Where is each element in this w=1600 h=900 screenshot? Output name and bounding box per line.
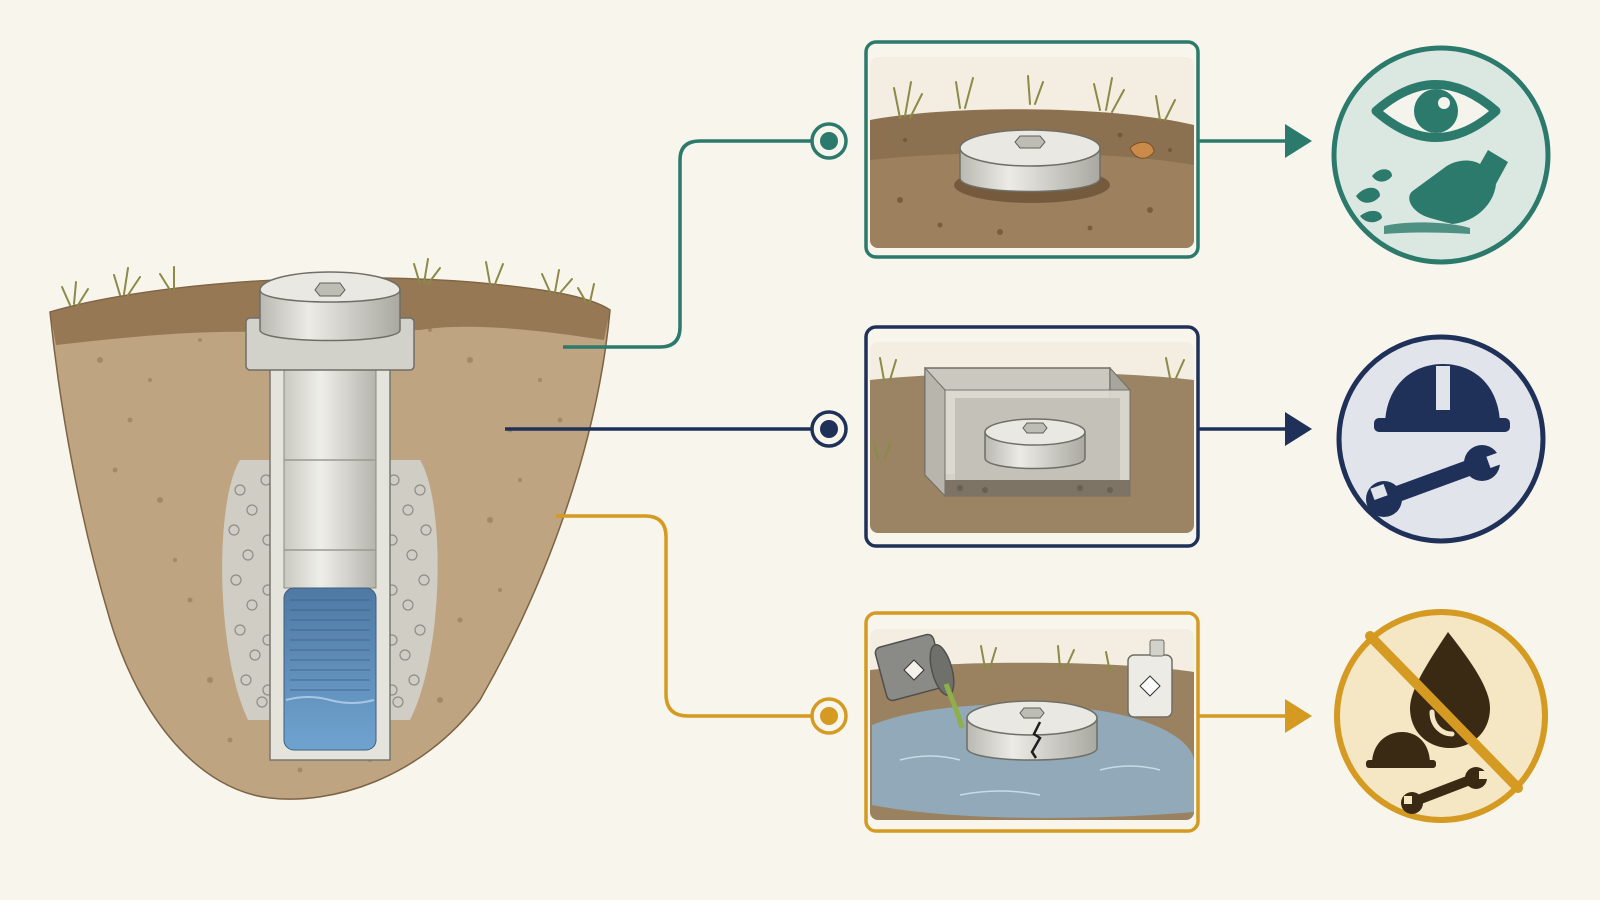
prohibition-slash — [1365, 631, 1523, 793]
cap-crack — [1030, 721, 1042, 759]
no-drop-icon — [1410, 632, 1490, 748]
chemical-jug — [1127, 639, 1173, 718]
outcome-badge-top — [1331, 45, 1551, 265]
outcome-badge-bottom — [1334, 609, 1548, 823]
arrow-top — [1198, 124, 1312, 158]
hard-hat-icon — [1366, 732, 1436, 768]
hard-hat-icon — [1374, 364, 1510, 432]
well-screen-slots — [290, 599, 370, 691]
arrow-middle — [1198, 412, 1312, 446]
connector-top — [563, 139, 811, 349]
hand-clearing-leaves-icon — [1356, 150, 1508, 234]
connector-node-bottom — [810, 697, 848, 735]
outcome-badge-middle — [1336, 334, 1546, 544]
connector-node-top — [810, 122, 848, 160]
grass-tufts — [61, 258, 595, 306]
eye-icon — [1371, 80, 1501, 142]
wrench-icon — [1366, 445, 1504, 517]
spilled-barrel — [874, 633, 965, 729]
connector-bottom — [556, 514, 811, 718]
wrench-icon — [1401, 767, 1487, 814]
pooled-water — [872, 704, 1194, 818]
well-cap — [259, 289, 401, 342]
scene-panel-top — [864, 40, 1200, 259]
scene-panel-bottom — [864, 611, 1200, 833]
well-pipe — [283, 367, 377, 589]
arrow-bottom — [1198, 699, 1312, 733]
scene-panel-middle — [864, 325, 1200, 548]
gravel-pack — [222, 460, 438, 720]
well-screen-water — [283, 587, 377, 751]
connector-node-middle — [810, 410, 848, 448]
well-cross-section — [49, 258, 611, 800]
cap-bolt — [314, 282, 346, 297]
